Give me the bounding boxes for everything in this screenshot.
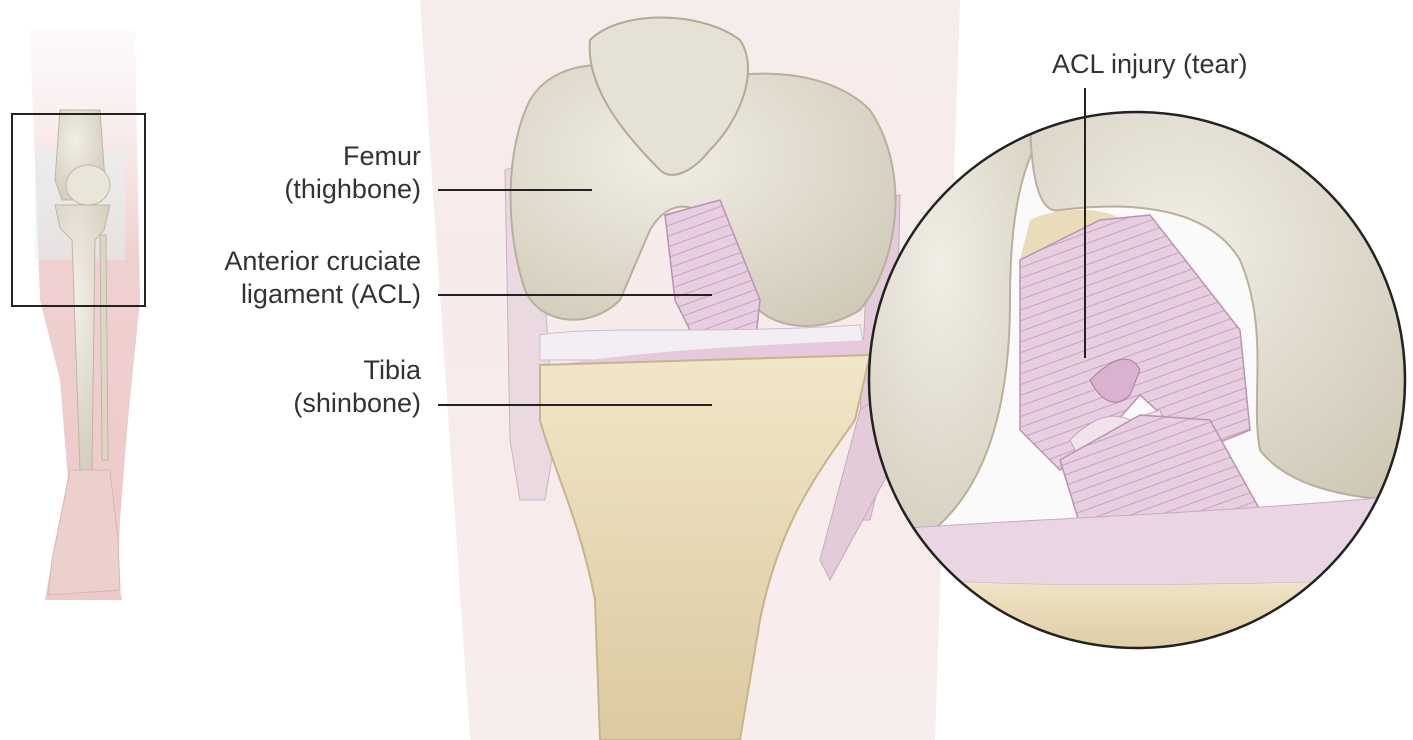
femur-label-line1: Femur <box>284 140 421 173</box>
acl-label-line2: ligament (ACL) <box>224 278 421 311</box>
femur-label-line2: (thighbone) <box>284 173 421 206</box>
acl-label-line1: Anterior cruciate <box>224 245 421 278</box>
leg-thumbnail <box>12 30 145 600</box>
acl-injury-label: ACL injury (tear) <box>1052 48 1248 81</box>
acl-label: Anterior cruciate ligament (ACL) <box>224 245 421 311</box>
femur-label: Femur (thighbone) <box>284 140 421 206</box>
tibia-label: Tibia (shinbone) <box>293 354 421 420</box>
tibia-label-line1: Tibia <box>293 354 421 387</box>
acl-injury-label-text: ACL injury (tear) <box>1052 49 1248 79</box>
tibia-label-line2: (shinbone) <box>293 387 421 420</box>
